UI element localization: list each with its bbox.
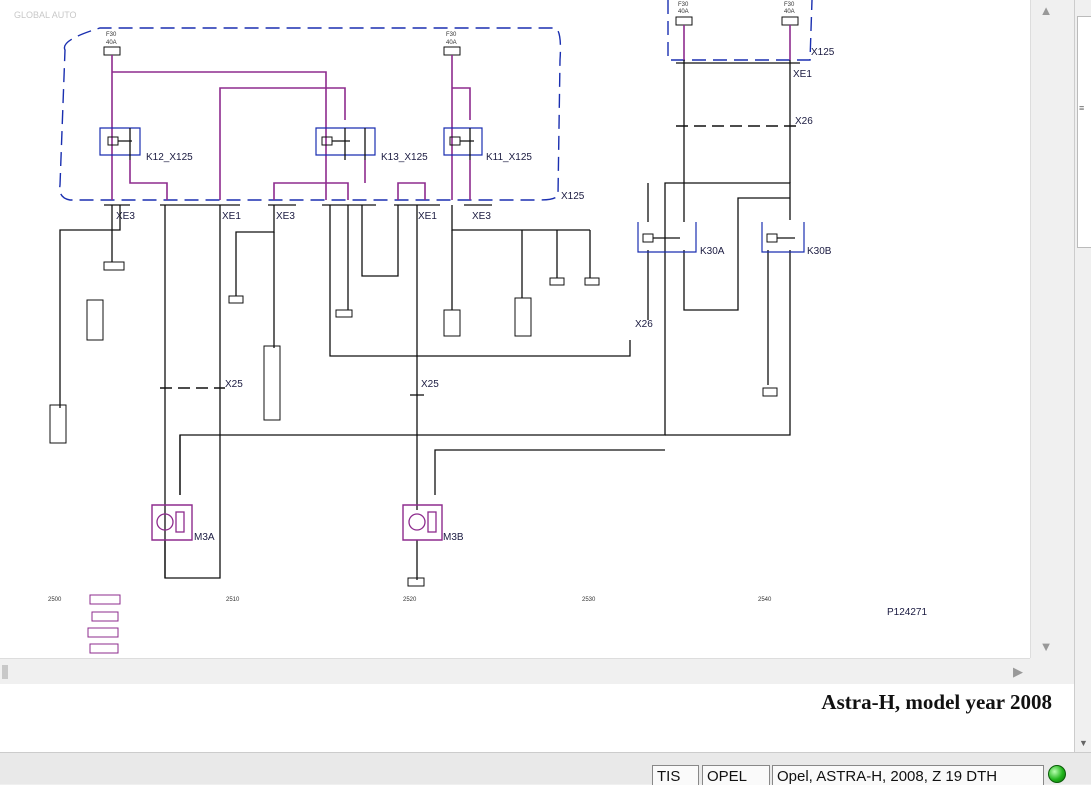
scroll-down-icon[interactable]: ▼ xyxy=(1039,639,1053,654)
ground-terminals xyxy=(49,261,778,587)
k30b-label: K30B xyxy=(807,246,832,257)
scroll-right-icon[interactable]: ▶ xyxy=(1013,664,1023,679)
svg-text:40A: 40A xyxy=(446,40,457,46)
m3a-label: M3A xyxy=(194,532,215,543)
k13-label: K13_X125 xyxy=(381,152,428,163)
horizontal-scroll-thumb[interactable] xyxy=(2,665,8,679)
x25-b-label: X25 xyxy=(421,379,439,390)
relay-k30b: K30B xyxy=(761,222,832,257)
k12-label: K12_X125 xyxy=(146,152,193,163)
svg-text:40A: 40A xyxy=(784,9,795,15)
x125-label: X125 xyxy=(561,191,585,202)
diagram-vertical-scrollbar[interactable]: ▲ ▼ xyxy=(1030,0,1061,658)
svg-text:F30: F30 xyxy=(784,2,795,8)
page-scroll-thumb[interactable] xyxy=(1077,16,1091,248)
xe1-a-label: XE1 xyxy=(222,211,241,222)
x26-top-label: X26 xyxy=(795,116,813,127)
svg-text:F30: F30 xyxy=(678,2,689,8)
wiring-diagram: F30 40A F30 40A F30 40A F30 40A xyxy=(48,0,927,654)
status-cell-brand: OPEL xyxy=(702,765,770,785)
xe3-c-label: XE3 xyxy=(472,211,491,222)
xe3-b-label: XE3 xyxy=(276,211,295,222)
relay-k11: K11_X125 xyxy=(443,127,532,163)
svg-text:40A: 40A xyxy=(106,40,117,46)
page-vertical-scrollbar[interactable]: ≡ ▼ xyxy=(1074,0,1091,752)
svg-text:40A: 40A xyxy=(678,9,689,15)
motor-m3b: M3B xyxy=(402,504,464,543)
svg-text:F30: F30 xyxy=(446,32,457,38)
x25-a-label: X25 xyxy=(225,379,243,390)
status-bar: TIS OPEL Opel, ASTRA-H, 2008, Z 19 DTH xyxy=(0,752,1091,785)
x125-right-label: X125 xyxy=(811,47,835,58)
diagram-horizontal-scrollbar[interactable]: ▶ xyxy=(0,658,1030,685)
watermark-logo: GLOBAL AUTO xyxy=(14,10,77,20)
ruler-mark-3: 2530 xyxy=(582,597,596,603)
status-cell-vehicle: Opel, ASTRA-H, 2008, Z 19 DTH xyxy=(772,765,1044,785)
x26-mid-label: X26 xyxy=(635,319,653,330)
scroll-up-icon[interactable]: ▲ xyxy=(1039,3,1053,18)
xe3-a-label: XE3 xyxy=(116,211,135,222)
relay-k12: K12_X125 xyxy=(99,127,193,163)
sheet-id: P124271 xyxy=(887,607,927,618)
k30a-label: K30A xyxy=(700,246,725,257)
m3b-label: M3B xyxy=(443,532,464,543)
page-ruler: 2500 2510 2520 2530 2540 P124271 xyxy=(48,594,927,654)
external-wiring xyxy=(59,60,791,580)
x125-boundary-left xyxy=(59,27,562,201)
motor-m3a: M3A xyxy=(151,504,215,543)
caption-area: Astra-H, model year 2008 xyxy=(0,684,1074,752)
diagram-pane[interactable]: GLOBAL AUTO F30 40A F30 40A F30 40A F30 … xyxy=(0,0,1030,658)
connection-status-icon xyxy=(1048,765,1066,783)
ruler-mark-0: 2500 xyxy=(48,597,62,603)
connector-row: XE3 XE1 XE3 XE1 XE3 xyxy=(104,204,492,222)
ruler-mark-2: 2520 xyxy=(403,597,417,603)
xe1-top-label: XE1 xyxy=(793,69,812,80)
k11-label: K11_X125 xyxy=(486,152,532,163)
ruler-mark-4: 2540 xyxy=(758,597,772,603)
relay-k13: K13_X125 xyxy=(315,127,428,163)
page-scroll-down-icon[interactable]: ▼ xyxy=(1079,738,1088,748)
x125-boundary-right xyxy=(667,0,813,61)
ruler-mark-1: 2510 xyxy=(226,597,240,603)
grip-icon: ≡ xyxy=(1079,103,1085,113)
relay-k30a: K30A xyxy=(637,222,725,257)
xe1-b-label: XE1 xyxy=(418,211,437,222)
status-cell-system: TIS xyxy=(652,765,699,785)
svg-text:F30: F30 xyxy=(106,32,117,38)
model-caption: Astra-H, model year 2008 xyxy=(821,690,1052,714)
